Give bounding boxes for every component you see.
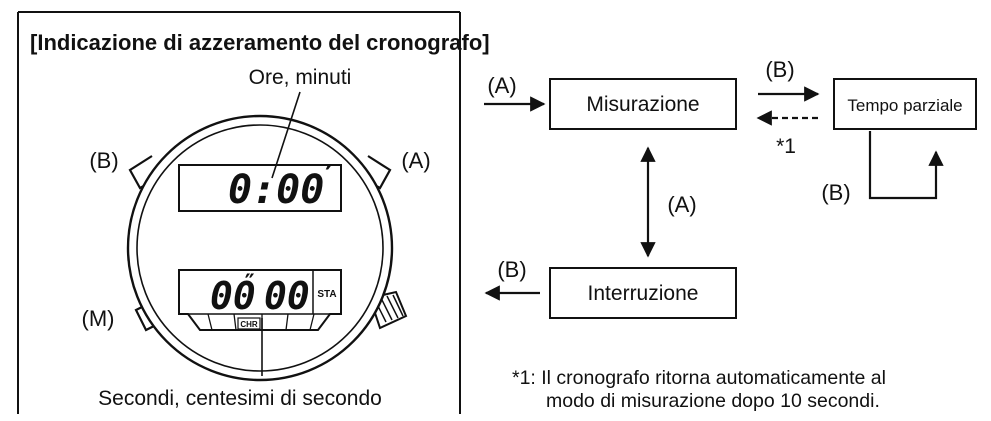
measure-box-label: Misurazione	[586, 93, 699, 116]
sta-label: STA	[317, 289, 336, 300]
watch-case	[126, 114, 394, 382]
lower-display-seconds: 00	[210, 274, 256, 318]
watch-illustration: 0:00 ′ 00 ″ 00 STA CHR (B) (A) (M)	[82, 91, 431, 382]
split-box-label: Tempo parziale	[847, 96, 962, 115]
lower-display: 00 ″ 00 STA CHR	[178, 269, 342, 331]
footnote-line-1: *1: Il cronografo ritorna automaticament…	[512, 367, 886, 389]
lower-display-mark: ″	[243, 271, 256, 296]
button-b-label: (B)	[89, 148, 118, 173]
split-loop-label: (B)	[821, 180, 850, 205]
stop-exit-label: (B)	[497, 257, 526, 282]
watch-bezel	[136, 124, 384, 372]
flow-diagram: (A) Misurazione Tempo parziale Interruzi…	[484, 57, 977, 412]
crown-icon	[368, 290, 408, 330]
upper-display-mark: ′	[320, 159, 338, 194]
entry-label: (A)	[487, 73, 516, 98]
chr-label: CHR	[240, 320, 258, 329]
measure-to-split-label: (B)	[765, 57, 794, 82]
split-return-note: *1	[776, 135, 796, 158]
hours-minutes-leader	[271, 91, 301, 179]
upper-display: 0:00 ′	[178, 159, 342, 213]
hours-minutes-label: Ore, minuti	[249, 66, 352, 89]
footnote-line-2: modo di misurazione dopo 10 secondi.	[546, 390, 880, 412]
measure-stop-label: (A)	[667, 192, 696, 217]
stop-box: Interruzione	[549, 267, 737, 319]
watch-panel: [Indicazione di azzeramento del cronogra…	[17, 11, 490, 414]
panel-title: [Indicazione di azzeramento del cronogra…	[30, 30, 490, 55]
stop-box-label: Interruzione	[588, 282, 699, 305]
button-a-label: (A)	[401, 148, 430, 173]
lower-display-hundredths: 00	[264, 274, 310, 318]
measure-box: Misurazione	[549, 78, 737, 130]
split-box: Tempo parziale	[833, 78, 977, 130]
upper-display-time: 0:00	[228, 167, 324, 213]
split-loop-arrow	[868, 131, 944, 200]
seconds-label: Secondi, centesimi di secondo	[98, 387, 382, 410]
button-m-label: (M)	[82, 306, 115, 331]
